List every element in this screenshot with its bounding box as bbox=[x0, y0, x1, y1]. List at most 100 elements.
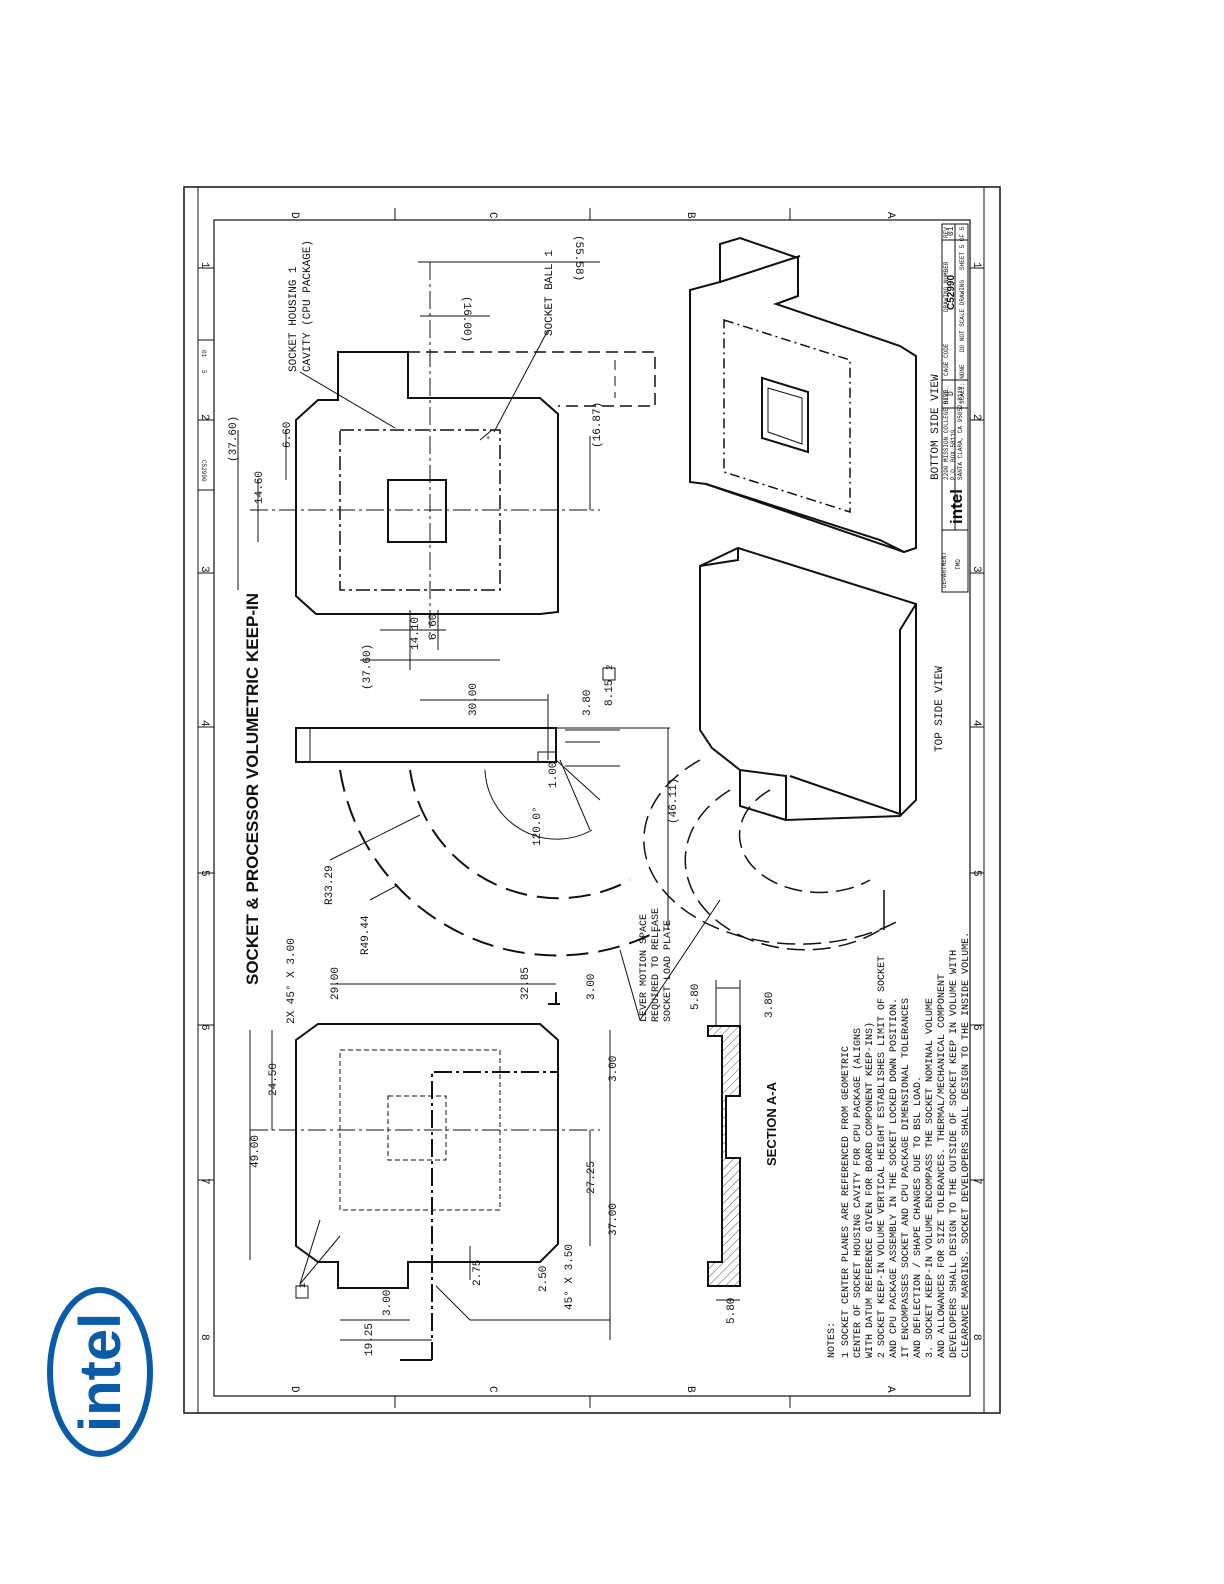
zone-letter: D bbox=[288, 212, 300, 219]
address-line: P.O. BOX 58119 bbox=[950, 429, 957, 480]
socket-top-view: + bbox=[250, 262, 656, 640]
svg-text:C52990: C52990 bbox=[200, 460, 207, 482]
zone-number: 5 bbox=[970, 870, 982, 877]
size-value: D bbox=[947, 391, 956, 396]
rev-label: REV bbox=[943, 227, 950, 238]
lever-motion-label-1: LEVER MOTION SPACE bbox=[639, 914, 650, 1022]
drawing-title: SOCKET & PROCESSOR VOLUMETRIC KEEP-IN bbox=[243, 593, 262, 985]
dim-8-15: 8.15 bbox=[604, 680, 616, 706]
note-line: WITH DATUM REFERENCE GIVEN FOR BOARD COM… bbox=[864, 1022, 876, 1358]
section-label: SECTION A-A bbox=[764, 1081, 779, 1166]
note-line: IT ENCOMPASSES SOCKET AND CPU PACKAGE DI… bbox=[901, 998, 912, 1358]
dim-2-50: 2.50 bbox=[538, 1266, 550, 1292]
note-line: CLEARANCE MARGINS. SOCKET DEVELOPERS SHA… bbox=[961, 932, 972, 1358]
notes-block: NOTES: 1 SOCKET CENTER PLANES ARE REFERE… bbox=[827, 932, 972, 1358]
zone-number: 3 bbox=[970, 566, 982, 573]
note-line: DEVELOPERS SHALL DESIGN TO THE OUTSIDE O… bbox=[949, 950, 960, 1358]
zone-number: 8 bbox=[198, 1334, 210, 1341]
svg-text:5: 5 bbox=[200, 370, 207, 374]
dim-5-80-top: 5.80 bbox=[690, 984, 702, 1010]
dim-3-00-top: 3.00 bbox=[586, 974, 598, 1000]
zone-number: 4 bbox=[198, 720, 210, 727]
zone-letter: A bbox=[884, 212, 896, 219]
dim-46-11: (46.11) bbox=[668, 778, 680, 824]
rev-value: 01 bbox=[947, 226, 956, 236]
upper-dimension-lines bbox=[237, 261, 600, 670]
flag-1: 1 bbox=[298, 1283, 308, 1288]
dim-49-00: 49.00 bbox=[250, 1135, 262, 1168]
dim-30-00: 30.00 bbox=[468, 683, 480, 716]
dim-55-58: (55.58) bbox=[572, 235, 584, 281]
socket-housing-label: SOCKET HOUSING 1 bbox=[288, 266, 300, 372]
company-logo: intel bbox=[947, 489, 966, 524]
department-value: TMD bbox=[955, 559, 962, 570]
dim-32-85: 32.85 bbox=[520, 967, 532, 1000]
dim-14-60: 14.60 bbox=[254, 471, 266, 504]
dim-27-25: 27.25 bbox=[586, 1161, 598, 1194]
note-line: 3. SOCKET KEEP-IN VOLUME ENCOMPASS THE S… bbox=[925, 998, 936, 1358]
dim-120-deg: 120.0° bbox=[532, 806, 544, 846]
chamfer-bottom: 45° X 3.50 bbox=[564, 1244, 576, 1310]
drawing-number-label: DRAWING NUMBER bbox=[943, 261, 950, 312]
note-line: AND ALLOWANCES FOR SIZE TOLERANCES. THER… bbox=[936, 974, 948, 1358]
do-not-scale-label: DO NOT SCALE DRAWING bbox=[959, 280, 966, 352]
top-side-view-label: TOP SIDE VIEW bbox=[934, 666, 946, 752]
dim-16-87: (16.87) bbox=[592, 402, 604, 448]
dim-37-60: (37.60) bbox=[228, 416, 240, 462]
zone-letter: B bbox=[684, 1386, 696, 1393]
flag-2: 2 bbox=[605, 665, 615, 670]
outer-frame bbox=[183, 186, 1001, 1414]
size-label: SIZE bbox=[943, 389, 950, 404]
zone-number: 7 bbox=[198, 1178, 210, 1185]
zone-letter: D bbox=[288, 1386, 300, 1393]
flag-1-box bbox=[295, 1285, 309, 1299]
zone-number: 2 bbox=[970, 414, 982, 421]
socket-side-view bbox=[295, 694, 670, 957]
zone-number: 7 bbox=[970, 1178, 982, 1185]
dim-5-80-bottom: 5.80 bbox=[726, 1298, 738, 1324]
dim-6-60: 6.60 bbox=[282, 422, 294, 448]
drawing-number: C52990 bbox=[946, 275, 957, 310]
dim-2-75: 2.75 bbox=[472, 1260, 484, 1286]
flag-2-box bbox=[602, 667, 616, 681]
svg-text:+: + bbox=[486, 435, 490, 443]
svg-text:01: 01 bbox=[200, 350, 207, 358]
dim-14-10: 14.10 bbox=[410, 617, 422, 650]
zone-number: 1 bbox=[970, 262, 982, 269]
bottom-side-view-label: BOTTOM SIDE VIEW bbox=[930, 374, 942, 480]
dim-3-00-side: 3.00 bbox=[608, 1056, 620, 1082]
lever-motion-label-2: REQUIRED TO RELEASE bbox=[651, 908, 662, 1022]
address-line: SANTA CLARA, CA 95052-8119 bbox=[957, 386, 964, 480]
dim-37-00: 37.00 bbox=[608, 1203, 620, 1236]
top-reference-block: C52990 5 01 bbox=[197, 339, 215, 491]
note-line: 1 SOCKET CENTER PLANES ARE REFERENCED FR… bbox=[841, 1046, 852, 1358]
dim-1-00: 1.00 bbox=[548, 762, 560, 788]
bottom-side-isometric bbox=[689, 236, 917, 554]
zone-number: 4 bbox=[970, 720, 982, 727]
zone-number: 6 bbox=[198, 1024, 210, 1031]
dim-24-50: 24.50 bbox=[268, 1063, 280, 1096]
note-line: 2 SOCKET KEEP-IN VOLUME VERTICAL HEIGHT … bbox=[877, 956, 888, 1358]
note-line: CENTER OF SOCKET HOUSING CAVITY FOR CPU … bbox=[852, 1028, 864, 1358]
zone-letter: C bbox=[486, 1386, 498, 1393]
sheet-label: SHEET 5 OF 5 bbox=[959, 226, 966, 270]
inner-frame bbox=[213, 219, 971, 1397]
note-line: AND CPU PACKAGE ASSEMBLY IN THE SOCKET L… bbox=[889, 998, 900, 1358]
dim-3-80: 3.80 bbox=[582, 690, 594, 716]
intel-logo: intel bbox=[47, 1287, 153, 1457]
dim-r49-44: R49.44 bbox=[360, 915, 372, 955]
logo-text: intel bbox=[68, 1313, 133, 1432]
zone-letter: A bbox=[884, 1386, 896, 1393]
zone-number: 5 bbox=[198, 870, 210, 877]
lever-motion-label-3: SOCKET LOAD PLATE bbox=[663, 920, 674, 1022]
dim-3-00-bottom: 3.00 bbox=[382, 1290, 394, 1316]
title-block bbox=[941, 223, 969, 593]
top-side-isometric bbox=[643, 546, 917, 951]
lever-leader-lines bbox=[619, 899, 721, 1021]
cage-label: CAGE CODE bbox=[943, 343, 950, 376]
dim-6-60-b: 6.60 bbox=[428, 614, 440, 640]
zone-number: 6 bbox=[970, 1024, 982, 1031]
zone-letter: C bbox=[486, 212, 498, 219]
zone-letter: B bbox=[684, 212, 696, 219]
note-line: AND DEFLECTION / SHAPE CHANGES DUE TO BS… bbox=[912, 1076, 924, 1358]
